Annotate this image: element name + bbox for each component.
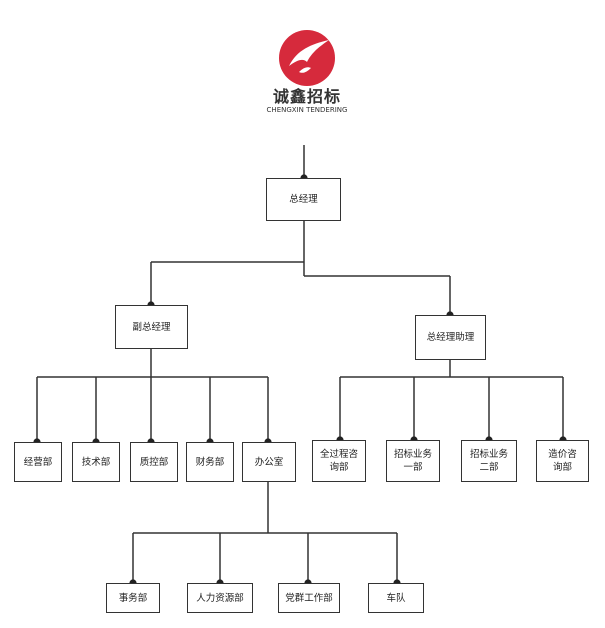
- node-label: 全过程咨 询部: [319, 449, 358, 473]
- node-zhaobiao-dept-2: 招标业务 二部: [461, 440, 517, 482]
- logo-name-cn: 诚鑫招标: [272, 87, 341, 106]
- node-label: 招标业务 二部: [469, 449, 508, 473]
- logo-name-en: CHENGXIN TENDERING: [266, 106, 348, 114]
- node-renli-dept: 人力资源部: [187, 583, 253, 613]
- node-label: 党群工作部: [285, 592, 333, 604]
- node-zhikong-dept: 质控部: [130, 442, 178, 482]
- node-jingying-dept: 经营部: [14, 442, 62, 482]
- node-deputy-general-manager: 副总经理: [115, 305, 188, 349]
- node-label: 人力资源部: [196, 592, 244, 604]
- node-label: 招标业务 一部: [393, 449, 432, 473]
- node-quanguocheng-dept: 全过程咨 询部: [312, 440, 366, 482]
- node-label: 技术部: [81, 456, 111, 468]
- node-label: 事务部: [118, 592, 148, 604]
- node-office: 办公室: [242, 442, 296, 482]
- node-dangqun-dept: 党群工作部: [278, 583, 340, 613]
- node-chedui: 车队: [368, 583, 424, 613]
- node-label: 总经理: [289, 194, 318, 205]
- node-caiwu-dept: 财务部: [186, 442, 234, 482]
- node-general-manager: 总经理: [266, 178, 341, 221]
- node-label: 质控部: [139, 456, 169, 468]
- node-jishu-dept: 技术部: [72, 442, 120, 482]
- node-label: 总经理助理: [426, 332, 475, 343]
- node-zaojia-dept: 造价咨 询部: [536, 440, 589, 482]
- node-label: 财务部: [195, 456, 225, 468]
- node-gm-assistant: 总经理助理: [415, 315, 486, 360]
- node-shiwu-dept: 事务部: [106, 583, 160, 613]
- node-label: 造价咨 询部: [548, 449, 577, 473]
- node-label: 办公室: [254, 456, 284, 468]
- logo-mark-icon: [279, 30, 335, 86]
- node-zhaobiao-dept-1: 招标业务 一部: [386, 440, 440, 482]
- node-label: 经营部: [23, 456, 53, 468]
- company-logo: 诚鑫招标 CHENGXIN TENDERING: [262, 28, 352, 114]
- node-label: 车队: [386, 592, 406, 604]
- node-label: 副总经理: [132, 321, 171, 333]
